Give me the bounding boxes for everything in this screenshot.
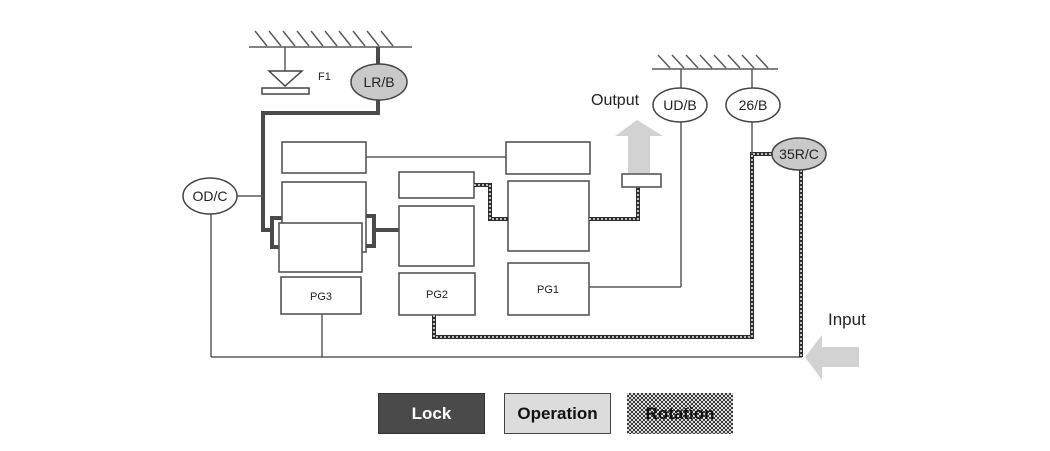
hatch-mark [755,54,769,69]
35r-c-label: 35R/C [779,146,819,162]
26-b-brake [725,87,781,123]
ud-b-brake [652,87,708,123]
pg1-label: PG1 [537,284,559,296]
legend-rotation: Rotation [627,393,733,434]
pg3-box [280,276,362,315]
output-shaft [621,173,662,188]
legend-rotation-label: Rotation [645,403,715,423]
hatch-mark [338,30,352,47]
hatch-mark [254,30,268,47]
pg1-box [507,262,590,316]
ground-hatching [254,30,394,47]
legend-lock-label: Lock [411,403,452,423]
lr-b-label: LR/B [363,74,394,90]
od-c-label: OD/C [193,188,228,204]
ud-b-label: UD/B [663,97,696,113]
pg1-upper-member [505,141,591,175]
right-bracket-lock [366,214,376,248]
ground-hatching [657,54,769,69]
rotation-pattern-overlay [433,153,772,338]
rotation-path-pg2-to-35rc [432,152,772,339]
lock-path [261,100,380,232]
ground-right [652,54,778,70]
output-arrow-icon [615,120,663,173]
pg3-carrier-lower [278,222,363,273]
f1-triangle-icon [267,70,304,88]
hatch-mark [699,54,713,69]
hatch-mark [296,30,310,47]
pg3-upper-member [281,141,367,174]
hatch-mark [380,30,394,47]
hatch-mark [741,54,755,69]
rotation-paths [432,152,803,357]
output-label: Output [591,92,640,109]
f1-one-way-clutch: F1 [261,47,331,95]
35r-c-clutch [771,137,827,171]
od-c-clutch [182,177,238,215]
legend-lock: Lock [378,393,485,434]
pg2-upper-member [398,171,475,199]
input-arrow-icon [805,335,859,380]
hatch-mark [727,54,741,69]
hatch-mark [657,54,671,69]
pg2-box [398,272,476,316]
legend-operation-label: Operation [517,403,598,423]
input-label: Input [828,310,866,329]
f1-label: F1 [318,71,331,83]
hatch-mark [352,30,366,47]
hatch-mark [324,30,338,47]
hatch-mark [713,54,727,69]
hatch-mark [282,30,296,47]
hatch-mark [268,30,282,47]
rotation-path-pg2-to-pg1 [474,183,508,221]
pg3-label: PG3 [310,291,332,303]
26-b-label: 26/B [739,97,768,113]
f1-plate [261,87,310,95]
ground-left [249,30,412,48]
rotation-path-pg1-to-output [589,187,640,221]
pg2-label: PG2 [426,289,448,301]
left-bracket-lock [270,216,282,249]
hatch-mark [671,54,685,69]
legend-operation: Operation [504,393,611,434]
hatch-mark [685,54,699,69]
lr-b-brake [350,63,408,101]
rotation-pattern-overlay [589,187,639,220]
pg2-middle-member [398,205,475,267]
hatch-mark [310,30,324,47]
pg1-middle-member [507,180,590,252]
rotation-pattern-overlay [474,184,508,220]
hatch-mark [366,30,380,47]
